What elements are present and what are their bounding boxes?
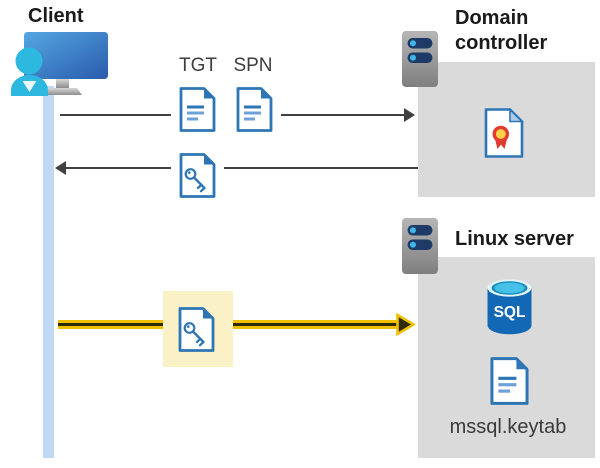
ticket-documents-group [171, 86, 281, 133]
service-ticket-key-document-icon [178, 307, 215, 352]
tgt-label: TGT [179, 55, 217, 76]
auth-connection-arrowhead-icon [396, 313, 415, 336]
sql-database-icon: SQL [487, 279, 532, 335]
tgt-document-icon [179, 87, 216, 132]
spn-label: SPN [233, 55, 273, 76]
keytab-label: mssql.keytab [449, 416, 567, 438]
domain-controller-server-icon [402, 31, 438, 87]
keytab-document-icon [490, 357, 529, 405]
response-arrowhead-icon [55, 161, 66, 175]
linux-server-label: Linux server [455, 228, 574, 250]
response-key-document-icon [179, 153, 216, 198]
certificate-icon [484, 107, 524, 158]
response-arrow-line [66, 167, 418, 169]
client-computer-icon [11, 32, 108, 96]
tgt-key-document-group [171, 152, 224, 199]
sql-badge-text: SQL [494, 304, 526, 321]
request-arrowhead-icon [404, 108, 415, 122]
monitor-icon [24, 32, 108, 79]
linux-server-icon [402, 218, 438, 274]
client-label: Client [28, 5, 84, 27]
domain-controller-label: Domain controller [455, 7, 548, 54]
spn-document-icon [236, 87, 273, 132]
client-timeline [43, 86, 54, 458]
person-icon [11, 47, 49, 96]
